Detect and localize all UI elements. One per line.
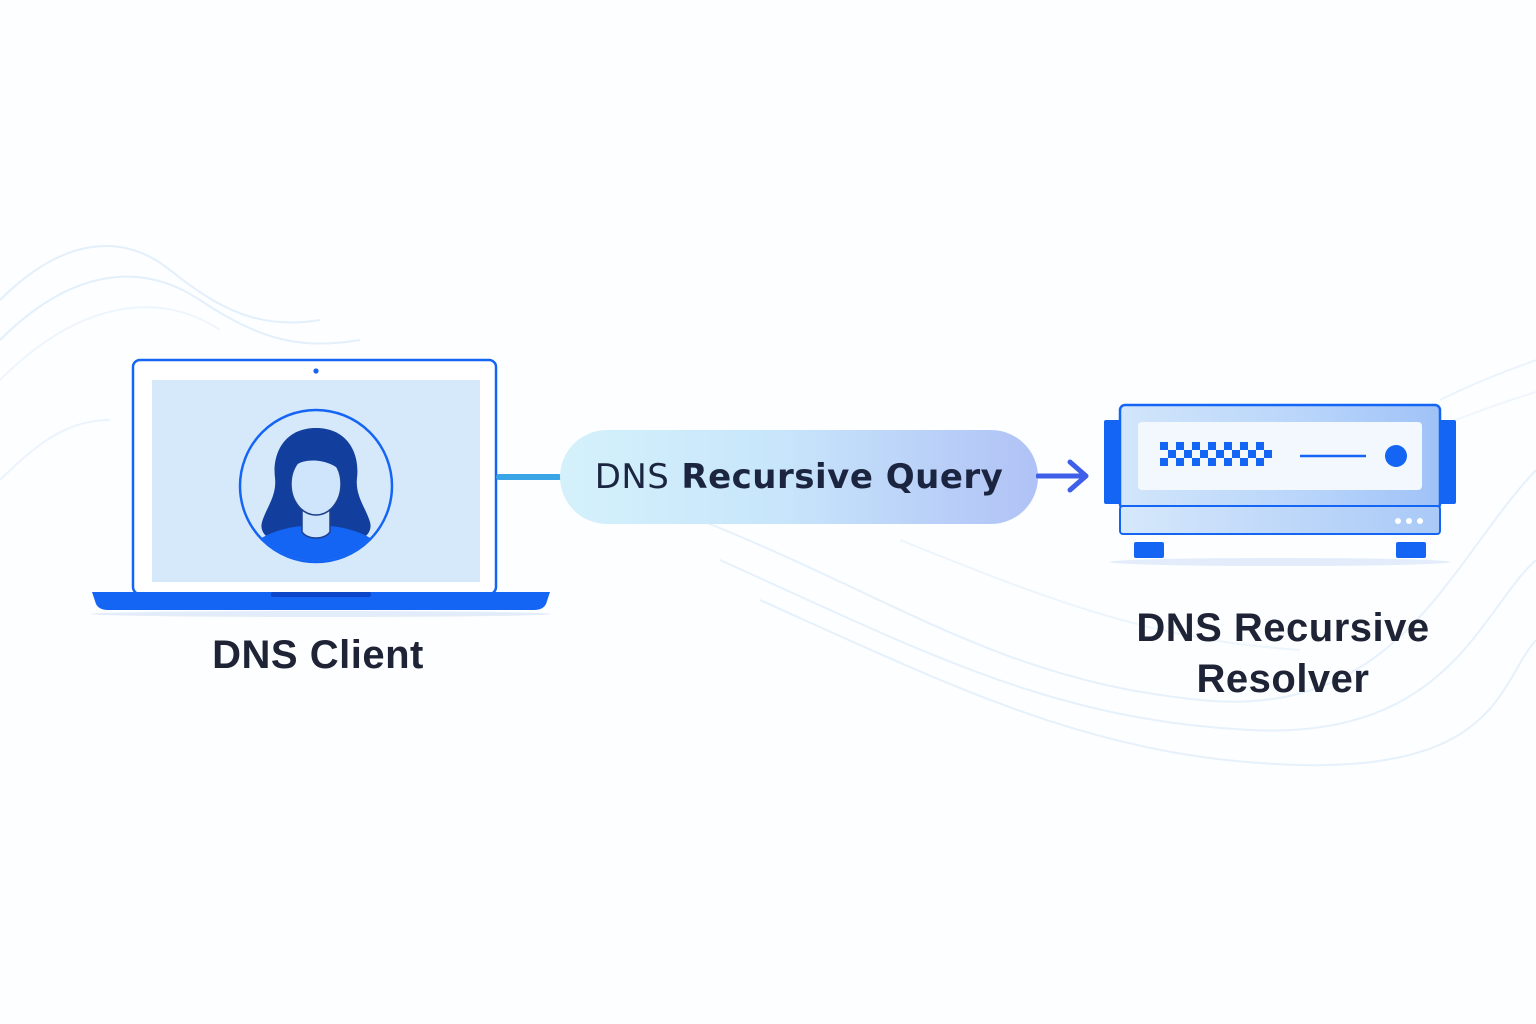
arrow-right-icon [1036,459,1089,493]
resolver-label-line2: Resolver [1196,657,1370,701]
client-label: DNS Client [212,633,424,677]
query-label-pill: DNS Recursive Query [560,430,1038,524]
server-icon [1104,403,1456,566]
laptop-user-icon [91,358,551,617]
query-label-prefix: DNS [594,457,670,497]
connector-line [496,474,562,480]
query-label-main: Recursive Query [681,457,1004,497]
resolver-label-line1: DNS Recursive [1136,606,1430,650]
led-matrix [1160,442,1272,466]
resolver-label: DNS Recursive Resolver [1103,603,1463,705]
